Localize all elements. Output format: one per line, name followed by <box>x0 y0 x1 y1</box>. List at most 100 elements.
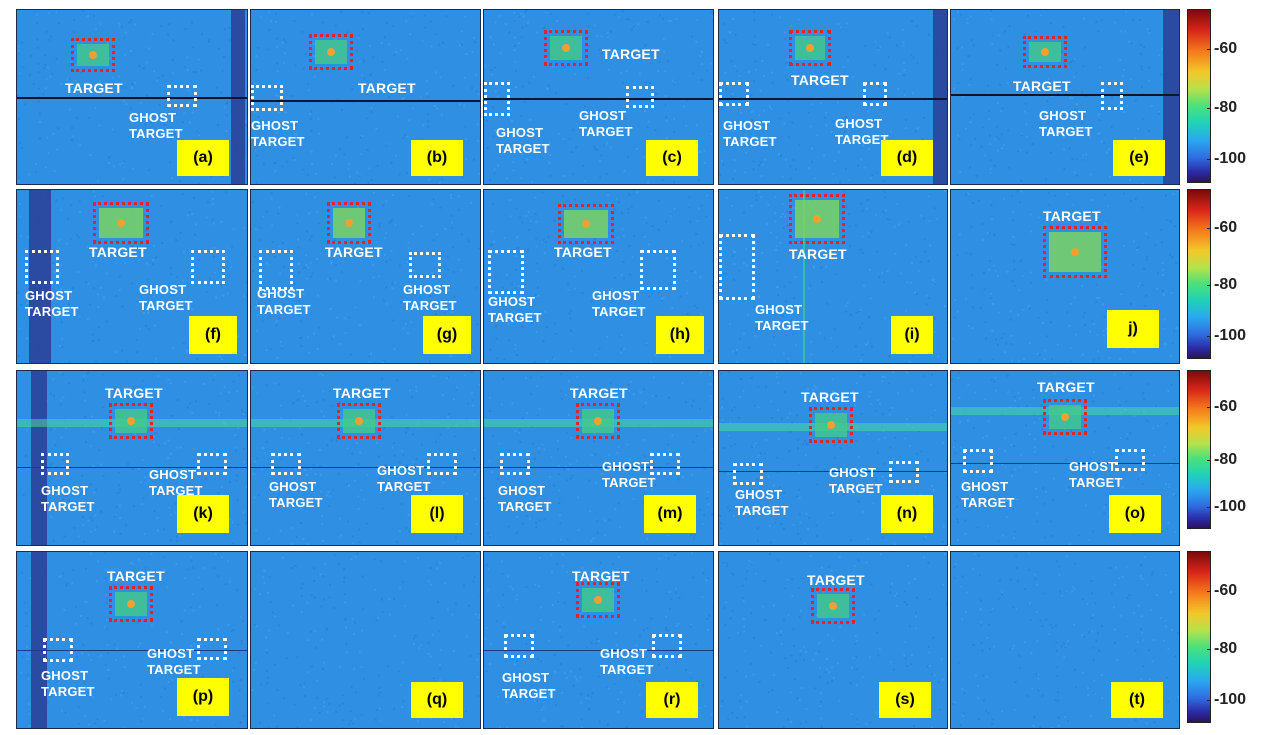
ghost-target-box <box>889 461 919 483</box>
target-box <box>309 34 353 70</box>
colorbar-tick-label: -80 <box>1206 639 1238 657</box>
spectrogram-image <box>17 552 247 728</box>
target-box <box>789 194 845 244</box>
ghost-target-box <box>488 250 524 294</box>
target-label: TARGET <box>602 46 660 62</box>
target-label: TARGET <box>572 568 630 584</box>
spectrogram-panel: (q) <box>250 551 481 729</box>
panel-label: (a) <box>177 140 229 176</box>
ghost-target-box <box>409 252 441 278</box>
colorbar-tick-label: -100 <box>1206 690 1247 708</box>
target-label: TARGET <box>1043 208 1101 224</box>
ghost-target-box <box>640 250 676 290</box>
target-box <box>71 38 115 72</box>
target-box <box>576 403 620 439</box>
spectrogram-image <box>951 371 1179 545</box>
ghost-target-label: GHOST TARGET <box>829 465 883 496</box>
target-box <box>337 403 381 439</box>
ghost-target-box <box>1101 82 1123 110</box>
target-box <box>1023 36 1067 68</box>
ghost-target-box <box>197 453 227 475</box>
panel-label: (h) <box>656 316 704 354</box>
panel-label: (t) <box>1111 682 1163 718</box>
ghost-target-label: GHOST TARGET <box>723 118 777 149</box>
ghost-target-box <box>504 634 534 658</box>
spectrogram-image <box>17 10 247 184</box>
target-label: TARGET <box>791 72 849 88</box>
target-label: TARGET <box>1037 379 1095 395</box>
ghost-target-label: GHOST TARGET <box>41 483 95 514</box>
spectrogram-image <box>719 10 947 184</box>
ghost-target-label: GHOST TARGET <box>149 467 203 498</box>
panel-label: (p) <box>177 678 229 716</box>
ghost-target-label: GHOST TARGET <box>377 463 431 494</box>
target-box <box>544 30 588 66</box>
colorbar-tick-label: -80 <box>1206 98 1238 116</box>
colorbar-tick-label: -80 <box>1206 276 1238 294</box>
panel-label: (n) <box>881 495 933 533</box>
ghost-target-box <box>626 86 654 108</box>
target-label: TARGET <box>554 244 612 260</box>
ghost-target-box <box>963 449 993 473</box>
panel-label: j) <box>1107 310 1159 348</box>
ghost-target-label: GHOST TARGET <box>579 108 633 139</box>
ghost-target-label: GHOST TARGET <box>1069 459 1123 490</box>
spectrogram-image <box>251 10 480 184</box>
target-label: TARGET <box>107 568 165 584</box>
target-box <box>789 30 831 66</box>
target-label: TARGET <box>89 244 147 260</box>
ghost-target-label: GHOST TARGET <box>25 288 79 319</box>
ghost-target-box <box>191 250 225 284</box>
target-box <box>576 582 620 618</box>
ghost-target-label: GHOST TARGET <box>502 670 556 701</box>
ghost-target-label: GHOST TARGET <box>835 116 889 147</box>
ghost-target-label: GHOST TARGET <box>755 302 809 333</box>
ghost-target-box <box>41 453 69 475</box>
colorbar-tick-label: -60 <box>1206 40 1238 58</box>
ghost-target-label: GHOST TARGET <box>403 282 457 313</box>
colorbar-tick-label: -60 <box>1206 581 1238 599</box>
spectrogram-image <box>251 552 480 728</box>
spectrogram-image <box>17 190 247 363</box>
spectrogram-panel: TARGET GHOST TARGET GHOST TARGET (c) <box>483 9 714 185</box>
ghost-target-box <box>427 453 457 475</box>
colorbar <box>1187 189 1211 359</box>
ghost-target-box <box>271 453 301 475</box>
ghost-target-box <box>650 453 680 475</box>
panel-label: (c) <box>646 140 698 176</box>
panel-label: (e) <box>1113 140 1165 176</box>
ghost-target-box <box>1115 449 1145 471</box>
target-label: TARGET <box>1013 78 1071 94</box>
target-label: TARGET <box>65 80 123 96</box>
spectrogram-panel: (t) <box>950 551 1180 729</box>
panel-label: (o) <box>1109 495 1161 533</box>
target-box <box>93 202 149 244</box>
spectrogram-panel: TARGET(s) <box>718 551 948 729</box>
target-label: TARGET <box>105 385 163 401</box>
colorbar-tick-label: -100 <box>1206 498 1247 516</box>
target-box <box>327 202 371 244</box>
ghost-target-box <box>500 453 530 475</box>
ghost-target-label: GHOST TARGET <box>496 125 550 156</box>
ghost-target-box <box>733 463 763 485</box>
spectrogram-image <box>720 552 947 728</box>
colorbar-tick-label: -80 <box>1206 451 1238 469</box>
spectrogram-image <box>17 371 247 545</box>
colorbar-tick-label: -100 <box>1206 150 1247 168</box>
panel-label: (i) <box>891 316 933 354</box>
ghost-target-label: GHOST TARGET <box>269 479 323 510</box>
ghost-target-box <box>484 82 510 116</box>
ghost-target-label: GHOST TARGET <box>498 483 552 514</box>
ghost-target-label: GHOST TARGET <box>139 282 193 313</box>
panel-label: (l) <box>411 495 463 533</box>
ghost-target-label: GHOST TARGET <box>251 118 305 149</box>
target-label: TARGET <box>789 246 847 262</box>
